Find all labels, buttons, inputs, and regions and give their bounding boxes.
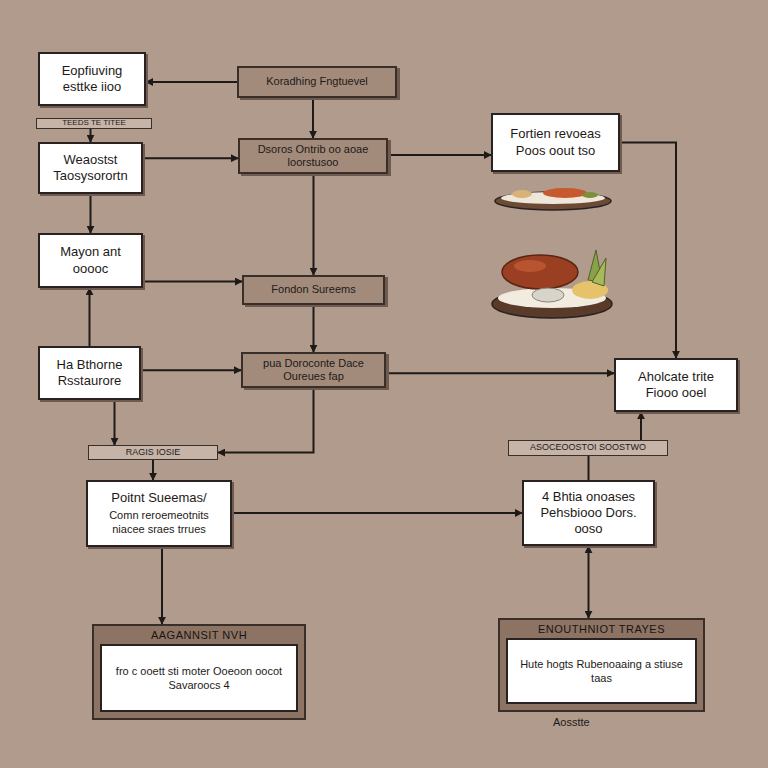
node-body: Comn reroemeotnits niacee sraes trrues (94, 509, 224, 537)
flow-arrow (640, 412, 642, 440)
node-title: Eopfiuving esttke iioo (46, 63, 138, 96)
flow-arrow (90, 129, 92, 142)
food-item (582, 192, 598, 198)
flow-arrow (232, 512, 522, 514)
flow-arrow (143, 157, 238, 159)
tag-band: ASOCEOOSTOI SOOSTWO (508, 440, 668, 456)
node-title: Koradhing Fngtuevel (266, 75, 368, 88)
node-title: AAGANNSIT NVH (151, 626, 247, 644)
process-box: 4 Bhtia onoases Pehsbiooo Dors. ooso (522, 480, 655, 546)
node-title: Aholcate trite Fiooo ooel (622, 369, 730, 402)
node-title: Poitnt Sueemas/ (111, 490, 206, 506)
process-box: Mayon ant ooooc (38, 233, 143, 288)
process-box: Ha Bthorne Rsstaurore (38, 346, 141, 400)
flow-arrow (620, 143, 676, 359)
step-band: Koradhing Fngtuevel (237, 66, 397, 98)
node-title: ASOCEOOSTOI SOOSTWO (530, 443, 646, 453)
tag-band: TEEDS TE TITEE (36, 118, 152, 129)
step-band: pua Doroconte Dace Oureues fap (241, 352, 386, 388)
node-title: 4 Bhtia onoases Pehsbiooo Dors. ooso (530, 489, 647, 538)
flow-arrow (161, 547, 163, 624)
flow-arrow (152, 460, 154, 480)
node-title: pua Doroconte Dace Oureues fap (249, 357, 378, 383)
flow-arrow (588, 456, 590, 480)
node-title: TEEDS TE TITEE (62, 119, 126, 128)
flow-arrow (388, 154, 491, 156)
process-box: Weaostst Taosysorortn (38, 142, 143, 194)
section-panel: ENOUTHNIOT TRAYESHute hogts Rubenoaaing … (498, 618, 705, 712)
roast-meat (514, 260, 546, 272)
side-dish (532, 288, 564, 302)
node-title: Ha Bthorne Rsstaurore (46, 357, 133, 390)
flow-arrow (114, 400, 116, 445)
node-title: Fortien revoeas Poos oout tso (499, 126, 612, 159)
flow-arrow (89, 288, 91, 346)
flow-arrow (146, 81, 237, 83)
flow-arrow (143, 281, 242, 283)
large-plate (492, 250, 612, 318)
process-box: Fortien revoeas Poos oout tso (491, 113, 620, 172)
node-title: Fondon Sureems (271, 283, 355, 296)
node-body: Hute hogts Rubenoaaing a stiuse taas (506, 638, 697, 704)
small-plate (495, 188, 611, 210)
node-title: Weaostst Taosysorortn (46, 152, 135, 185)
roast-meat (502, 255, 578, 289)
step-band: Dsoros Ontrib oo aoae loorstusoo (238, 138, 388, 174)
flow-arrow (313, 174, 315, 275)
tag-band: RAGIS IOSIE (88, 445, 218, 460)
node-title: Mayon ant ooooc (46, 244, 135, 277)
process-box: Poitnt Sueemas/Comn reroemeotnits niacee… (86, 480, 232, 547)
garnish (592, 258, 606, 286)
flow-arrow (588, 546, 590, 618)
flow-arrow (386, 372, 614, 374)
step-band: Fondon Sureems (242, 275, 385, 305)
food-item (543, 188, 587, 198)
flow-arrow (141, 369, 241, 371)
process-box: Eopfiuving esttke iioo (38, 52, 146, 106)
flow-arrow (312, 98, 314, 138)
food-item (512, 190, 532, 198)
section-panel: AAGANNSIT NVHfro c ooett sti moter Ooeoo… (92, 624, 306, 720)
node-title: ENOUTHNIOT TRAYES (538, 620, 665, 638)
note-label: Aosstte (553, 716, 590, 728)
node-body: fro c ooett sti moter Ooeoon oocot Savar… (100, 644, 298, 712)
node-title: Dsoros Ontrib oo aoae loorstusoo (246, 143, 380, 169)
flow-arrow (90, 194, 92, 233)
flow-arrow (218, 388, 314, 452)
process-box: Aholcate trite Fiooo ooel (614, 358, 738, 412)
node-title: RAGIS IOSIE (126, 448, 181, 458)
flow-arrow (313, 305, 315, 352)
